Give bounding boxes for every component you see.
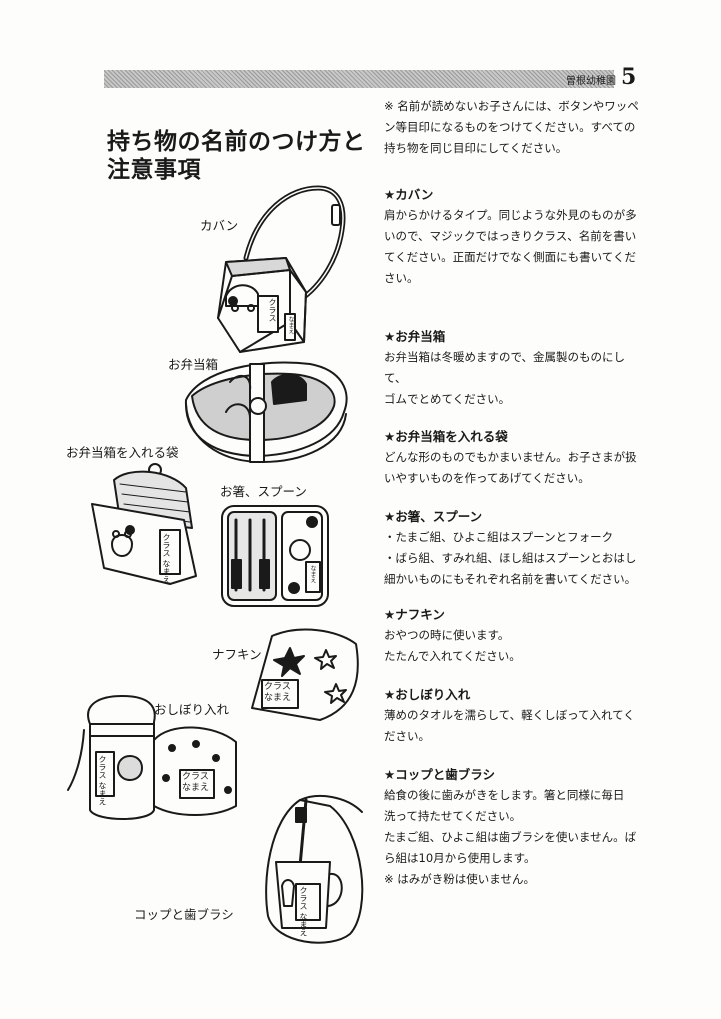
name-text: なまえ (162, 559, 171, 584)
section-line: 薄めのタオルを濡らして、軽くしぼって入れてく (384, 708, 635, 722)
section-bag: ★カバン 肩からかけるタイプ。同じような外見のものが多 いので、マジックではっき… (384, 184, 646, 289)
label-napkin: ナフキン (212, 647, 262, 662)
section-towel-case: ★おしぼり入れ 薄めのタオルを濡らして、軽くしぼって入れてく ださい。 (384, 684, 646, 747)
lunchbox-illustration (184, 361, 348, 463)
section-title: ★カバン (384, 187, 434, 202)
class-text: クラス (264, 682, 291, 692)
section-title: ★おしぼり入れ (384, 687, 471, 702)
class-text: クラス (182, 772, 209, 782)
section-lunch-bag: ★お弁当箱を入れる袋 どんな形のものでもかまいません。お子さまが扱 いやすいもの… (384, 426, 646, 489)
towel-tag: クラス なまえ (182, 772, 209, 794)
section-line: てください。正面だけでなく側面にも書いてくだ (384, 250, 636, 264)
section-line: たたんで入れてください。 (384, 649, 521, 663)
label-cup-brush: コップと歯ブラシ (134, 907, 234, 922)
bag-name-tag: クラス (259, 298, 277, 322)
section-title: ★お弁当箱 (384, 329, 446, 344)
section-line: ゴムでとめてください。 (384, 392, 511, 406)
section-line: 細かいものにもそれぞれ名前を書いてください。 (384, 572, 637, 586)
section-title: ★コップと歯ブラシ (384, 767, 495, 782)
section-napkin: ★ナフキン おやつの時に使います。 たたんで入れてください。 (384, 604, 646, 667)
section-line: どんな形のものでもかまいません。お子さまが扱 (384, 450, 637, 464)
section-line: 肩からかけるタイプ。同じような外見のものが多 (384, 208, 637, 222)
page-title-line-1: 持ち物の名前のつけ方と (107, 129, 366, 155)
section-lunchbox: ★お弁当箱 お弁当箱は冬暖めますので、金属製のものにして、 ゴムでとめてください… (384, 326, 646, 410)
lunch-bag-illustration (91, 463, 197, 585)
section-cup-brush: ★コップと歯ブラシ 給食の後に歯みがきをします。箸と同様に毎日 洗って持たせてく… (384, 764, 646, 890)
lunch-bag-tag: クラス なまえ (162, 533, 171, 584)
section-line: ※ はみがき粉は使いません。 (384, 872, 535, 886)
bag-illustration (217, 185, 346, 353)
page-title: 持ち物の名前のつけ方と 注意事項 (107, 128, 377, 184)
section-line: ・ばら組、すみれ組、ほし組はスプーンとおはし (384, 551, 637, 565)
section-utensils: ★お箸、スプーン ・たまご組、ひよこ組はスプーンとフォーク ・ばら組、すみれ組、… (384, 506, 646, 590)
page-number: 5 (621, 64, 637, 90)
section-title: ★お箸、スプーン (384, 509, 483, 524)
intro-line: ン等目印になるものをつけてください。すべての (384, 120, 636, 134)
label-utensils: お箸、スプーン (220, 484, 307, 499)
napkin-illustration (251, 628, 359, 721)
header-bar (104, 70, 614, 88)
section-line: たまご組、ひよこ組は歯ブラシを使いません。ば (384, 830, 637, 844)
section-line: いので、マジックではっきりクラス、名前を書い (384, 229, 637, 243)
header-section-label: 曽根幼稚園 (566, 76, 616, 87)
section-line: おやつの時に使います。 (384, 628, 510, 642)
name-text: なまえ (98, 781, 107, 806)
section-line: ・たまご組、ひよこ組はスプーンとフォーク (384, 530, 614, 544)
name-text: なまえ (182, 783, 210, 793)
utensil-case-illustration (221, 505, 329, 607)
bag-side-tag: なまえ (287, 316, 294, 334)
section-line: 洗って持たせてください。 (384, 809, 522, 823)
intro-line: ※ 名前が読めないお子さんには、ボタンやワッペ (384, 99, 639, 113)
section-title: ★ナフキン (384, 607, 445, 622)
intro-note: ※ 名前が読めないお子さんには、ボタンやワッペ ン等目印になるものをつけてくださ… (384, 96, 646, 159)
napkin-tag: クラス なまえ (264, 682, 291, 704)
class-text: クラス (98, 755, 107, 779)
section-line: お弁当箱は冬暖めますので、金属製のものにして、 (384, 350, 626, 385)
section-line: ださい。 (384, 729, 430, 743)
towel-case-illustration (67, 695, 237, 820)
section-line: いやすいものを作ってあげてください。 (384, 471, 590, 485)
class-text: クラス (299, 886, 308, 910)
intro-line: 持ち物を同じ目印にしてください。 (384, 141, 568, 155)
section-line: ら組は10月から使用します。 (384, 851, 536, 865)
page-title-line-2: 注意事項 (107, 157, 201, 183)
cup-brush-illustration (265, 795, 364, 944)
section-title: ★お弁当箱を入れる袋 (384, 429, 508, 444)
name-text: なまえ (299, 912, 308, 937)
section-line: さい。 (384, 271, 419, 285)
label-lunchbox: お弁当箱 (168, 357, 219, 372)
utensil-name-tag: なまえ (309, 565, 316, 583)
class-text: クラス (268, 298, 277, 322)
label-towel-case: おしぼり入れ (154, 702, 230, 717)
towel-case-tag: クラス なまえ (98, 755, 107, 806)
class-text: クラス (162, 533, 171, 557)
name-text: なまえ (264, 693, 292, 703)
label-lunch-bag: お弁当箱を入れる袋 (66, 445, 179, 460)
section-line: 給食の後に歯みがきをします。箸と同様に毎日 (384, 788, 625, 802)
label-bag: カバン (200, 218, 239, 233)
cup-tag: クラス なまえ (299, 886, 308, 937)
